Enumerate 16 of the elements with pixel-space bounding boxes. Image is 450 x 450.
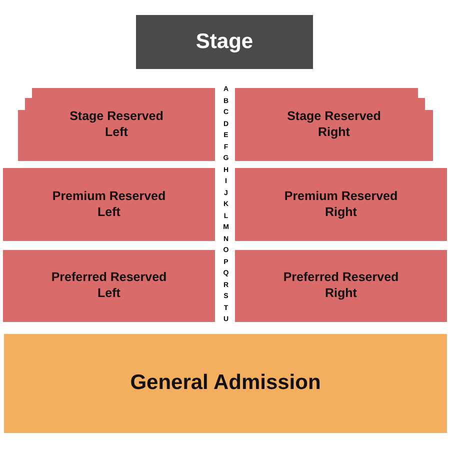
seating-section (235, 88, 433, 161)
section-label: Stage (196, 28, 254, 55)
section-label: General Admission (130, 370, 321, 396)
section-label: Preferred Reserved Right (282, 270, 400, 302)
seating-section (235, 168, 447, 241)
stage-block (136, 15, 313, 69)
section-label: Preferred Reserved Left (50, 270, 168, 302)
section-label: Stage Reserved Left (68, 108, 164, 140)
seating-section (3, 250, 215, 322)
seating-section (3, 168, 215, 241)
section-label: Stage Reserved Right (286, 108, 382, 140)
general-admission-area (4, 334, 447, 433)
seating-section (18, 88, 215, 161)
section-label: Premium Reserved Right (283, 188, 399, 220)
section-label: Premium Reserved Left (51, 188, 167, 220)
seating-section (235, 250, 447, 322)
